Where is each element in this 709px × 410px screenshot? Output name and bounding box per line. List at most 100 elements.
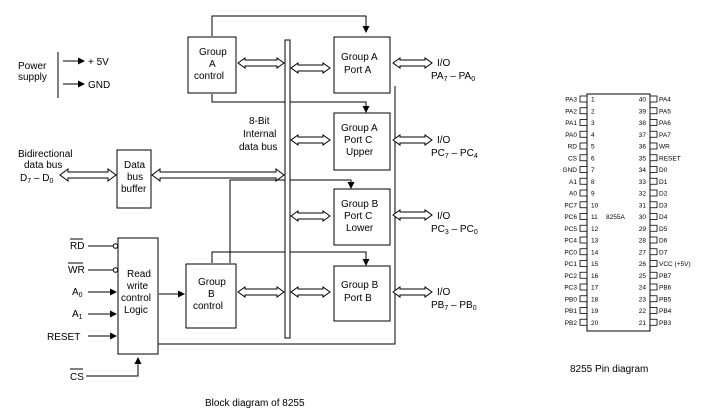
pcl-label-2: Port C [344,211,372,222]
pin-label-left: A0 [569,191,577,198]
wr-bubble [112,267,119,273]
pin-label-right: PB4 [659,308,672,315]
pin-stub-left [579,166,588,173]
signal-a0: A0 [72,287,83,299]
pin-stub-right [649,177,658,185]
pcu-label-2: Port C [344,135,372,146]
pin-label-left: A1 [569,179,577,186]
pin-stub-right [649,224,658,232]
pcu-io-arrow [392,134,433,146]
pin-stub-right [649,154,658,162]
pin-label-left: PC2 [564,273,577,280]
pin-label-right: D1 [659,179,668,186]
internal-data-bus [284,39,291,339]
pin-stub-left [579,107,588,115]
pin-label-left: PA0 [565,132,577,139]
groupa-control-label-3: control [194,71,224,82]
pin-stub-right [649,189,658,197]
pin-label-left: GND [563,167,578,174]
pin-stub-left [579,236,588,244]
io-portb-pins: PB7 – PB0 [431,300,477,312]
pin-label-right: PB5 [659,296,672,303]
pin-stub-right [649,107,658,115]
io-pcu-label: I/O [437,135,451,146]
rw-label-4: Logic [124,305,148,316]
port-b-label-2: Port B [344,293,372,304]
portb-io-arrow [392,286,433,298]
bus-portb-arrow [290,286,331,298]
pin-number-left: 12 [591,226,599,233]
pin-stub-right [649,248,658,256]
pin-number-right: 28 [639,238,647,245]
pin-stub-left [579,295,588,303]
pin-label-left: PA3 [565,97,577,104]
pin-stub-right [649,130,658,138]
pin-label-left: PC1 [564,261,577,268]
pin-label-right: D2 [659,191,668,198]
pin-label-right: D4 [659,214,668,221]
pin-stub-left [579,307,588,314]
rw-label-1: Read [127,269,151,280]
chip-label: 8255A [606,214,625,221]
pin-label-left: PC3 [564,285,577,292]
pin-label-right: D7 [659,249,668,256]
pin-number-right: 27 [639,249,647,256]
pin-label-right: PB7 [659,273,672,280]
pin-stub-right [649,295,658,303]
rw-label-2: write [126,281,149,292]
io-pcl-label: I/O [437,211,451,222]
io-pcu-pins: PC7 – PC4 [431,148,478,160]
pin-number-left: 4 [591,132,595,139]
pin-number-left: 5 [591,144,595,151]
pin-stub-left [579,154,588,162]
pin-stub-left [579,95,588,103]
groupa-control-label-2: A [209,59,216,70]
pin-stub-left [579,271,588,279]
pin-number-right: 40 [639,97,647,104]
pin-stub-right [649,142,658,150]
bidir-label-3: D7 – D0 [20,173,53,185]
pin-number-right: 25 [639,273,647,280]
pin-stub-right [649,95,658,103]
pin-stub-left [579,224,588,232]
port-a-label-1: Group A [341,52,378,63]
pin-number-right: 35 [639,155,647,162]
bidir-bus-arrow [59,168,117,182]
groupb-control-label-1: Group [198,277,226,288]
groupb-control-label-2: B [208,289,215,300]
pin-number-left: 13 [591,238,599,245]
pin-label-right: PA6 [659,120,671,127]
signal-cs: CS [70,372,84,383]
io-portb-label: I/O [437,287,451,298]
pin-diagram-caption: 8255 Pin diagram [570,364,648,375]
pin-stub-right [649,283,658,291]
data-bus-buffer [116,149,152,209]
pin-label-left: PB0 [565,296,578,303]
bus-label-3: data bus [239,142,277,153]
pin-number-left: 7 [591,167,595,174]
pin-number-left: 19 [591,308,599,315]
pin-label-right: WR [659,144,670,151]
pin-number-left: 18 [591,296,599,303]
bus-label-1: 8-Bit [249,116,270,127]
pin-number-right: 30 [639,214,647,221]
power-label: Power [18,61,47,72]
groupb-bus-arrow [237,286,285,298]
pin-label-right: D5 [659,226,668,233]
rw-control-logic [117,237,159,355]
pin-label-right: RESET [659,155,681,162]
pin-stub-left [579,260,588,267]
pcl-io-arrow [392,209,433,221]
bus-label-2: Internal [243,129,276,140]
groupb-control-label-3: control [193,301,223,312]
buffer-label-1: Data [124,160,146,171]
pcu-label-3: Upper [346,147,374,158]
buffer-label-3: buffer [121,184,147,195]
bidir-label-2: data bus [24,160,62,171]
pcu-label-1: Group A [341,123,378,134]
rd-bubble [112,243,119,249]
bidir-label: Bidirectional [18,149,72,160]
